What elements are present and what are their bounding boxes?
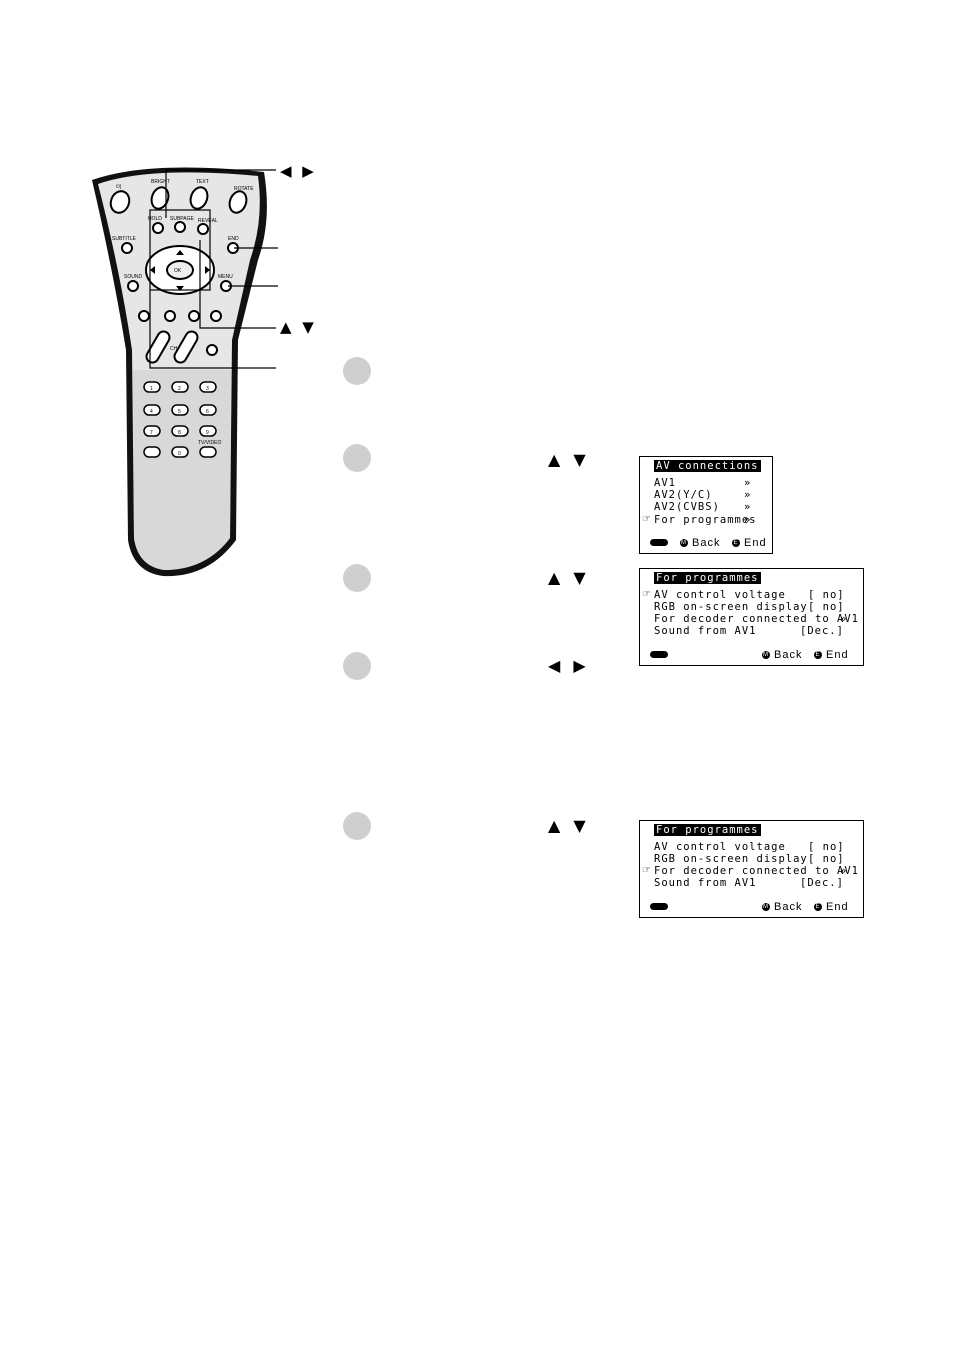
step-1-marker <box>343 357 371 385</box>
pointer-hand-icon: ☞ <box>642 514 652 525</box>
svg-text:8: 8 <box>178 430 181 436</box>
osd-row-value: » <box>744 477 752 489</box>
svg-text:6: 6 <box>206 409 209 415</box>
osd-row: Sound from AV1 <box>654 625 757 637</box>
osd-row-selected: For decoder connected to AV1 <box>654 865 860 877</box>
svg-text:OK: OK <box>174 268 182 274</box>
osd-row-selected: For programmes <box>654 514 757 526</box>
osd-title: AV connections <box>654 460 761 472</box>
osd-row-value: [ no] <box>808 589 845 601</box>
svg-text:MENU: MENU <box>218 274 233 280</box>
svg-text:CH: CH <box>170 346 178 352</box>
svg-text:7: 7 <box>150 430 153 436</box>
osd-row-value: [ no] <box>808 601 845 613</box>
osd-row: AV1 <box>654 477 676 489</box>
bright-button <box>150 186 170 210</box>
ok-button <box>166 260 194 280</box>
svg-text:SUBPAGE: SUBPAGE <box>170 216 194 222</box>
osd-row-value: » <box>840 613 848 625</box>
osd-row-value: [Dec.] <box>800 625 844 637</box>
step-3-arrows: ▲ ▼ <box>548 568 590 587</box>
menu-key-icon: M <box>680 539 688 548</box>
svg-text:⏻|: ⏻| <box>116 184 121 190</box>
osd-title: For programmes <box>654 572 761 584</box>
osd-av-connections: AV connections AV1 » AV2(Y/C) » AV2(CVBS… <box>639 456 773 554</box>
osd-row-value: » <box>744 489 752 501</box>
osd-row: Sound from AV1 <box>654 877 757 889</box>
osd-row: RGB on-screen display <box>654 853 808 865</box>
osd-row: AV2(CVBS) <box>654 501 720 513</box>
svg-text:4: 4 <box>150 409 153 415</box>
step-5-marker <box>343 812 371 840</box>
digit-keys: 1 2 3 4 5 6 7 8 9 0 TV/VIDEO <box>143 381 221 458</box>
osd-row: RGB on-screen display <box>654 601 808 613</box>
remote-illustration: ⏻| BRIGHT TEXT ROTATE HOLD SUBPAGE REVEA… <box>92 167 278 577</box>
svg-text:BRIGHT: BRIGHT <box>151 179 170 185</box>
svg-text:END: END <box>228 236 239 242</box>
osd-row: AV2(Y/C) <box>654 489 713 501</box>
menu-key-icon: M <box>762 651 770 660</box>
svg-text:2: 2 <box>178 386 181 392</box>
end-key-icon: E <box>732 539 740 548</box>
step-2-arrows: ▲ ▼ <box>548 450 590 469</box>
svg-text:TV/VIDEO: TV/VIDEO <box>198 440 221 446</box>
menu-key-icon: M <box>762 903 770 912</box>
svg-text:REVEAL: REVEAL <box>198 218 218 224</box>
svg-text:3: 3 <box>206 386 209 392</box>
rotate-button <box>228 190 248 214</box>
osd-row-value: [ no] <box>808 853 845 865</box>
step-2-marker <box>343 444 371 472</box>
osd-row: AV control voltage <box>654 841 786 853</box>
svg-text:0: 0 <box>178 451 181 457</box>
svg-text:HOLD: HOLD <box>148 216 162 222</box>
osd-row-value: [ no] <box>808 841 845 853</box>
end-key-icon: E <box>814 651 822 660</box>
left-right-callout: ◀ ▶ <box>280 162 317 180</box>
pointer-hand-icon: ☞ <box>642 865 652 876</box>
nav-pill-icon <box>650 903 668 910</box>
osd-row-value: » <box>840 865 848 877</box>
pointer-hand-icon: ☞ <box>642 589 652 600</box>
osd-row-selected: AV control voltage <box>654 589 786 601</box>
svg-text:ROTATE: ROTATE <box>234 186 254 192</box>
step-4-arrows: ◀ ▶ <box>548 656 590 675</box>
callout-lines <box>149 169 278 369</box>
nav-pill-icon <box>650 539 668 546</box>
osd-row-value: » <box>744 501 752 513</box>
osd-row-value: [Dec.] <box>800 877 844 889</box>
power-button <box>109 190 131 214</box>
end-key-icon: E <box>814 903 822 912</box>
text-button <box>189 186 209 210</box>
svg-text:SOUND: SOUND <box>124 274 142 280</box>
osd-title: For programmes <box>654 824 761 836</box>
svg-text:TEXT: TEXT <box>196 179 209 185</box>
svg-text:9: 9 <box>206 430 209 436</box>
remote-control: ⏻| BRIGHT TEXT ROTATE HOLD SUBPAGE REVEA… <box>88 160 283 580</box>
step-4-marker <box>343 652 371 680</box>
osd-for-programmes-1: For programmes ☞ AV control voltage [ no… <box>639 568 864 666</box>
nav-pill-icon <box>650 651 668 658</box>
up-down-callout: ▲ ▼ <box>280 318 317 336</box>
svg-text:1: 1 <box>150 386 153 392</box>
svg-text:SUBTITLE: SUBTITLE <box>112 236 137 242</box>
svg-text:5: 5 <box>178 409 181 415</box>
step-5-arrows: ▲ ▼ <box>548 816 590 835</box>
osd-row: For decoder connected to AV1 <box>654 613 860 625</box>
osd-row-value: » <box>744 514 752 526</box>
osd-for-programmes-2: For programmes AV control voltage [ no] … <box>639 820 864 918</box>
step-3-marker <box>343 564 371 592</box>
